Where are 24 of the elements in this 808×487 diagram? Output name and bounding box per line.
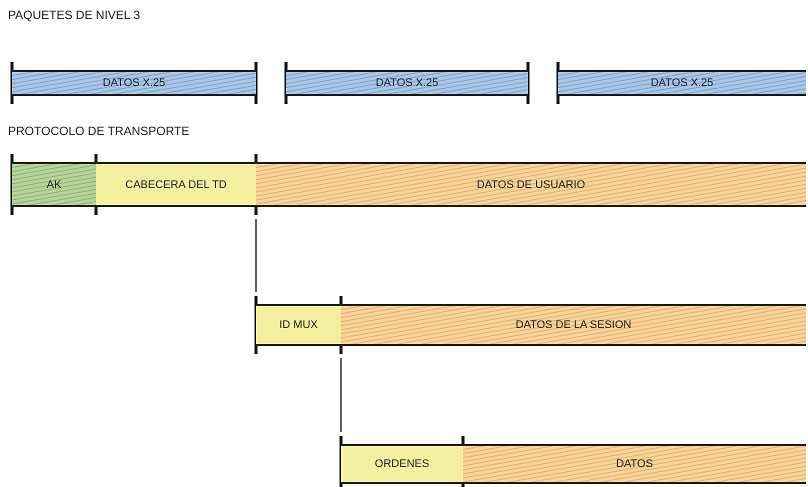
field-label: CABECERA DEL TD bbox=[125, 178, 227, 190]
packet-field bbox=[341, 304, 806, 346]
packet-field bbox=[558, 70, 806, 96]
packet-field bbox=[256, 304, 341, 346]
field-label: DATOS DE USUARIO bbox=[476, 178, 586, 190]
packet-field bbox=[96, 162, 256, 207]
packet-field bbox=[256, 162, 806, 207]
field-label: DATOS DE LA SESION bbox=[516, 319, 632, 331]
packet-field bbox=[12, 70, 256, 96]
field-label: DATOS X.25 bbox=[650, 77, 714, 89]
field-label: ORDENES bbox=[374, 458, 430, 470]
row-heading: PAQUETES DE NIVEL 3 bbox=[8, 8, 140, 22]
field-label: AK bbox=[46, 178, 62, 190]
connector-line bbox=[340, 358, 342, 432]
connector-line bbox=[255, 219, 257, 292]
packet-field bbox=[463, 444, 806, 484]
packet-field bbox=[286, 70, 528, 96]
packet-field bbox=[12, 162, 96, 207]
field-label: DATOS X.25 bbox=[376, 77, 438, 89]
row-heading: PROTOCOLO DE TRANSPORTE bbox=[8, 124, 190, 138]
field-label: ID MUX bbox=[279, 319, 318, 331]
packet-field bbox=[341, 444, 463, 484]
field-label: DATOS bbox=[616, 458, 653, 470]
field-label: DATOS X.25 bbox=[102, 77, 166, 89]
